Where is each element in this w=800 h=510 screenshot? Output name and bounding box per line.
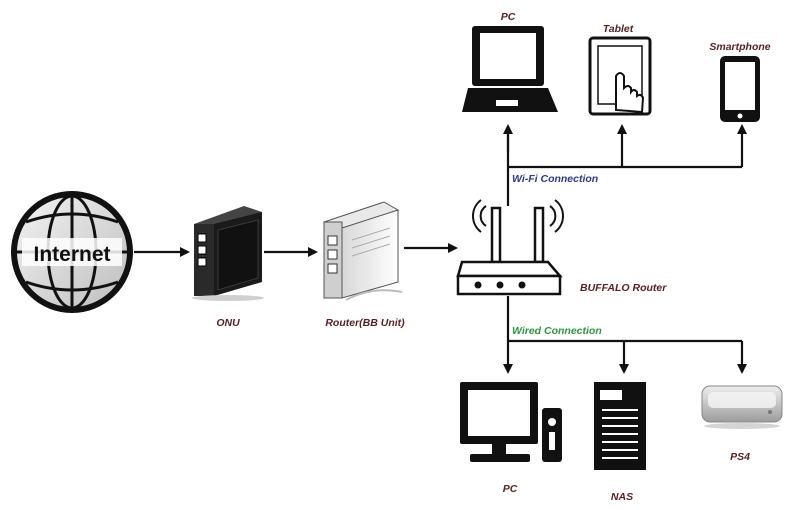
- onu-icon: [192, 206, 264, 301]
- buffalo-router-label: BUFFALO Router: [580, 282, 667, 294]
- onu-label: ONU: [216, 317, 240, 329]
- desktop-pc-icon: [460, 382, 562, 462]
- wired-connection-label: Wired Connection: [512, 325, 602, 337]
- wired-connection-lines: [503, 296, 747, 374]
- wired-device-label-pc: PC: [503, 483, 518, 495]
- tablet-icon: [588, 36, 652, 116]
- nas-icon: [594, 382, 646, 470]
- wifi-connection-label: Wi-Fi Connection: [512, 173, 598, 185]
- internet-globe-icon: Internet: [11, 191, 133, 313]
- wired-device-label-ps4: PS4: [730, 451, 750, 463]
- wired-device-label-nas: NAS: [611, 491, 633, 503]
- wifi-device-label-smartphone: Smartphone: [709, 41, 770, 53]
- ps4-icon: [701, 385, 783, 429]
- laptop-icon: [462, 26, 558, 112]
- wifi-device-label-tablet: Tablet: [603, 23, 634, 35]
- wifi-device-label-pc: PC: [501, 11, 516, 23]
- smartphone-icon: [720, 56, 760, 122]
- internet-label: Internet: [33, 243, 110, 266]
- buffalo-router-icon: [456, 199, 564, 296]
- connections: [134, 124, 747, 374]
- wifi-connection-lines: [503, 124, 747, 206]
- bb-router-icon: [322, 201, 403, 301]
- bb-router-label: Router(BB Unit): [325, 317, 405, 329]
